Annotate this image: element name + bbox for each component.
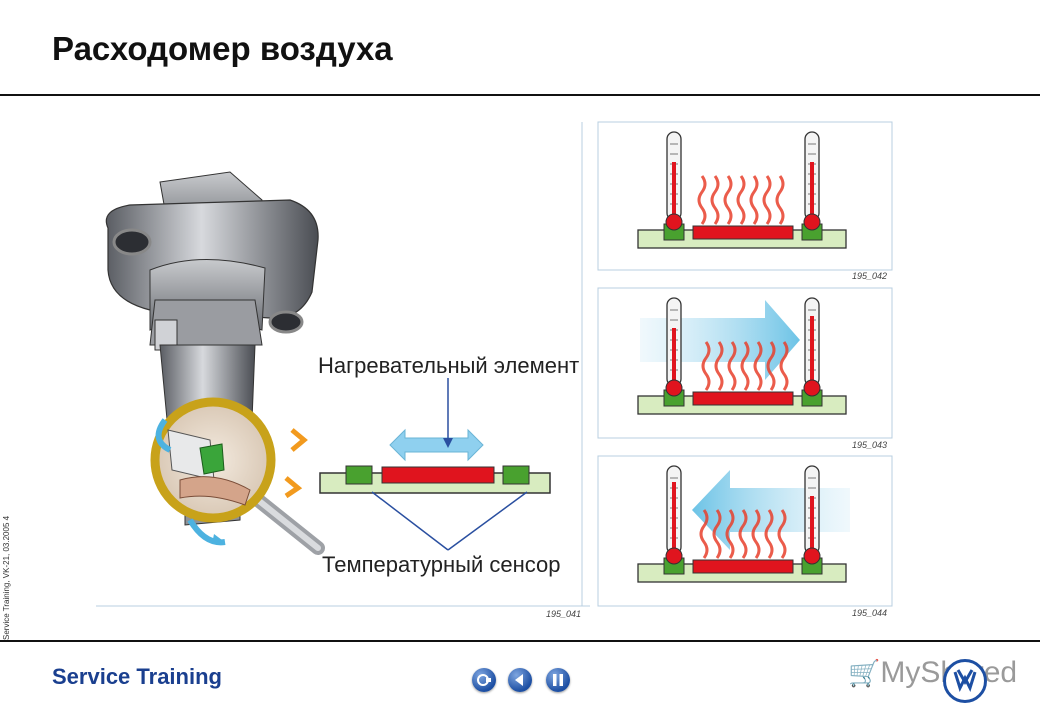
heater-strip (692, 225, 794, 240)
thermometer-left (665, 131, 683, 231)
pause-button[interactable] (546, 668, 570, 692)
heater-schematic (319, 378, 551, 551)
heat-waves (697, 175, 785, 225)
thermometer-right (803, 297, 821, 397)
heat-waves (701, 341, 789, 391)
air-mass-meter-drawing (105, 171, 325, 555)
header-divider (0, 94, 1040, 96)
figure-code-top: 195_042 (852, 271, 888, 281)
thermometer-board-bottom (637, 465, 847, 583)
footer-divider (0, 640, 1040, 642)
thermometer-board-middle (637, 297, 847, 415)
heater-strip (692, 559, 794, 574)
vw-logo (943, 659, 987, 703)
vw-logo-icon (953, 669, 977, 692)
previous-icon (515, 674, 523, 686)
figure-code-bottom: 195_044 (852, 608, 888, 618)
previous-button[interactable] (508, 668, 532, 692)
pause-icon (553, 674, 563, 686)
brand-name: Service Training (52, 664, 222, 689)
thermometer-left (665, 465, 683, 565)
thermometer-board-top (637, 131, 847, 249)
home-icon (477, 674, 491, 686)
heat-waves (699, 509, 787, 559)
watermark: 🛒MyShared (848, 656, 1017, 690)
heater-strip (692, 391, 794, 406)
thermometer-right (803, 131, 821, 231)
page-title: Расходомер воздуха (52, 30, 393, 67)
cart-icon: 🛒 (848, 658, 881, 688)
figure-code-main: 195_041 (546, 609, 582, 619)
temperature-sensor-label: Температурный сенсор (322, 552, 561, 577)
home-button[interactable] (472, 668, 496, 692)
heating-element-label: Нагревательный элемент (318, 353, 580, 378)
figure-code-middle: 195_043 (852, 440, 888, 450)
thermometer-right (803, 465, 821, 565)
thermometer-left (665, 297, 683, 397)
